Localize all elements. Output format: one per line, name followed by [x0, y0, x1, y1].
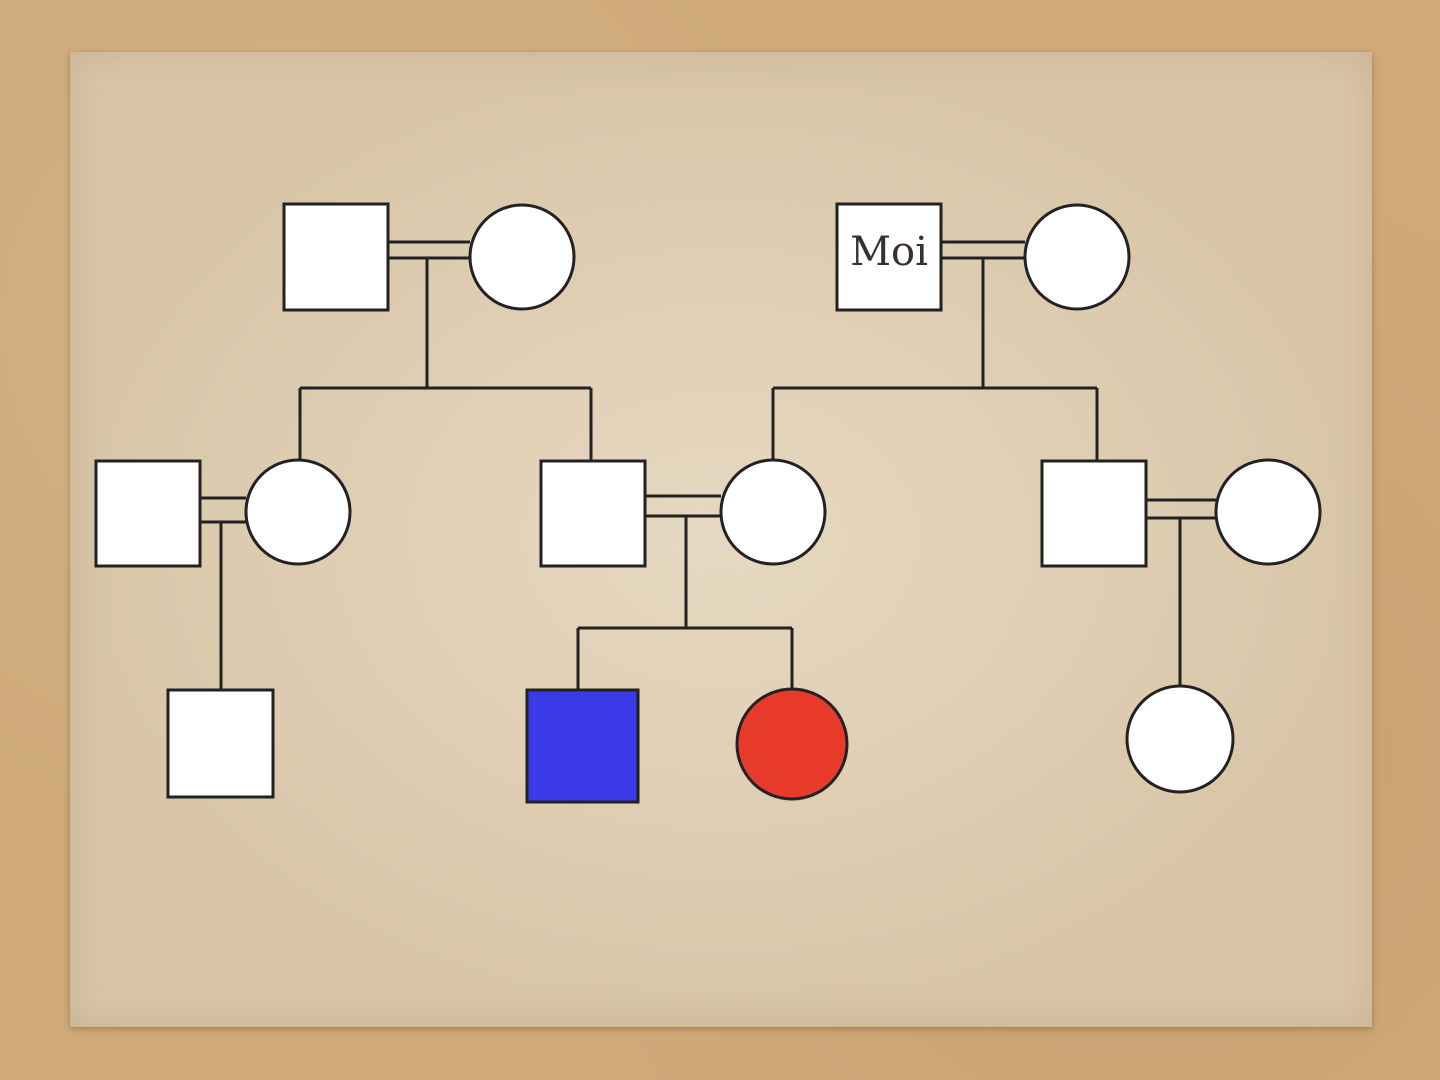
male-symbol-g3-mid-highlighted[interactable] [525, 688, 640, 804]
female-symbol-g3-right[interactable] [1125, 684, 1235, 794]
generation-3 [166, 684, 1235, 804]
male-symbol-g2-left-spouse[interactable] [94, 459, 202, 568]
female-symbol-g1-right[interactable] [1023, 203, 1131, 311]
female-symbol-g3-mid-highlighted[interactable] [735, 687, 849, 801]
female-symbol-g2-right-spouse[interactable] [1214, 458, 1322, 566]
moi-label: Moi [850, 229, 928, 275]
male-symbol-g3-left[interactable] [166, 688, 275, 799]
female-symbol-g2-mid[interactable] [719, 458, 827, 566]
pedigree-lines [200, 240, 1216, 690]
male-symbol-g2-right[interactable] [1040, 459, 1148, 568]
female-symbol-g2-left[interactable] [244, 458, 352, 566]
male-symbol-g1-left[interactable] [282, 202, 390, 312]
male-symbol-moi[interactable] [835, 202, 943, 312]
male-symbol-g2-mid[interactable] [539, 459, 647, 568]
generation-2 [94, 458, 1322, 568]
female-symbol-g1-left[interactable] [468, 203, 576, 311]
generation-1: Moi [282, 202, 1131, 312]
